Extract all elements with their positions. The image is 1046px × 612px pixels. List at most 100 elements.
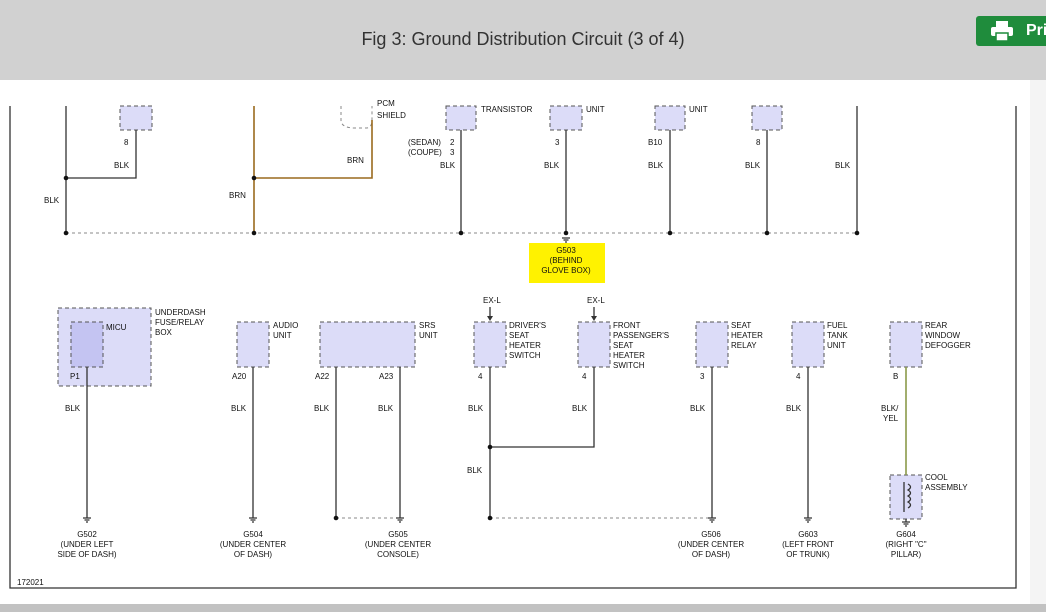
pin-a23: A23: [379, 372, 394, 381]
wire-color-label: YEL: [883, 414, 899, 423]
print-button-label: Pri: [1026, 22, 1046, 39]
wire-color-label: BLK: [467, 466, 483, 475]
audio-unit: [236, 321, 270, 368]
passenger-switch-label-1: FRONT: [613, 321, 641, 330]
wire-color-label: BLK: [648, 161, 664, 170]
junction-dot: [63, 175, 69, 181]
seat-heater-relay: [695, 321, 729, 368]
junction-dot: [563, 230, 569, 236]
g504-location-line1: (UNDER CENTER: [220, 540, 286, 549]
wire-color-label: BLK: [440, 161, 456, 170]
cool-assembly: [889, 474, 923, 520]
unit-component-1: [549, 105, 583, 131]
junction-dot: [63, 230, 69, 236]
g604-location-line1: (RIGHT "C": [885, 540, 926, 549]
ground-symbol-g603: [804, 517, 812, 523]
shield-label: SHIELD: [377, 111, 406, 120]
fuel-label-3: UNIT: [827, 341, 846, 350]
pin-fuel: 4: [796, 372, 801, 381]
wire-color-label: BLK: [44, 196, 60, 205]
unit-label-1: UNIT: [586, 105, 605, 114]
pin-relay: 3: [700, 372, 705, 381]
ground-symbol-g506: [708, 517, 716, 523]
transistor-label: TRANSISTOR: [481, 105, 533, 114]
upper-component-f: [751, 105, 783, 131]
g603-location-line2: OF TRUNK): [786, 550, 830, 559]
print-button[interactable]: Pri: [976, 16, 1046, 46]
right-gutter: [1030, 80, 1046, 604]
micu-label: MICU: [106, 323, 127, 332]
g504-id: G504: [243, 530, 263, 539]
pin-a22: A22: [315, 372, 330, 381]
wire-color-label: BLK: [690, 404, 706, 413]
g503-highlight: [529, 243, 605, 283]
coupe-label: (COUPE): [408, 148, 442, 157]
junction-dot: [251, 175, 257, 181]
audio-unit-label-2: UNIT: [273, 331, 292, 340]
passenger-switch-label-5: SWITCH: [613, 361, 645, 370]
figure-title: Fig 3: Ground Distribution Circuit (3 of…: [361, 29, 685, 49]
junction-dot: [458, 230, 464, 236]
wire-brown-shield: [254, 120, 373, 179]
wire-color-label: BLK: [468, 404, 484, 413]
fuse-box-label-2: FUSE/RELAY: [155, 318, 205, 327]
unit-label-2: UNIT: [689, 105, 708, 114]
passenger-switch-label-4: HEATER: [613, 351, 645, 360]
relay-label-3: RELAY: [731, 341, 757, 350]
g505-location-line1: (UNDER CENTER: [365, 540, 431, 549]
g503-location-line1: (BEHIND: [550, 256, 583, 265]
driver-switch-label-2: SEAT: [509, 331, 529, 340]
g505-location-line2: CONSOLE): [377, 550, 419, 559]
coil-label-2: ASSEMBLY: [925, 483, 968, 492]
ground-symbol-g504: [249, 517, 257, 523]
pcm-shield-symbol: [340, 106, 373, 129]
printer-icon: [991, 21, 1013, 41]
wire-color-label: BLK: [378, 404, 394, 413]
arrow-head: [487, 316, 493, 321]
driver-switch-label-3: HEATER: [509, 341, 541, 350]
srs-unit-label-2: UNIT: [419, 331, 438, 340]
wire-color-label: BLK: [572, 404, 588, 413]
g506-location-line2: OF DASH): [692, 550, 731, 559]
exl-label-passenger: EX-L: [587, 296, 605, 305]
ground-symbol-g502: [83, 517, 91, 523]
passenger-switch-label-3: SEAT: [613, 341, 633, 350]
pin-a20: A20: [232, 372, 247, 381]
pin-defogger: B: [893, 372, 898, 381]
relay-label-2: HEATER: [731, 331, 763, 340]
pin-p1: P1: [70, 372, 80, 381]
driver-switch-label-1: DRIVER'S: [509, 321, 546, 330]
sedan-pin: 2: [450, 138, 455, 147]
diagram-canvas: PCM SHIELD TRANSISTOR UNIT UNIT (SEDAN) …: [0, 80, 1030, 604]
junction-dot: [667, 230, 673, 236]
coupe-pin: 3: [450, 148, 455, 157]
ground-symbol-g503: [562, 237, 570, 243]
defogger-label-2: WINDOW: [925, 331, 961, 340]
junction-dot: [764, 230, 770, 236]
g502-location-line2: SIDE OF DASH): [57, 550, 116, 559]
driver-switch-label-4: SWITCH: [509, 351, 541, 360]
g505-id: G505: [388, 530, 408, 539]
defogger-label-3: DEFOGGER: [925, 341, 971, 350]
fuse-box-label-3: BOX: [155, 328, 173, 337]
g604-id: G604: [896, 530, 916, 539]
g506-id: G506: [701, 530, 721, 539]
pcm-label: PCM: [377, 99, 395, 108]
sedan-label: (SEDAN): [408, 138, 441, 147]
junction-dot: [487, 444, 493, 450]
fuse-box-label-1: UNDERDASH: [155, 308, 206, 317]
wire-color-label: BLK: [544, 161, 560, 170]
title-bar: Fig 3: Ground Distribution Circuit (3 of…: [0, 0, 1046, 80]
wire-color-label: BLK: [786, 404, 802, 413]
coil-winding: [906, 483, 912, 509]
pin-driver: 4: [478, 372, 483, 381]
passenger-switch-label-2: PASSENGER'S: [613, 331, 669, 340]
wire-branch-a: [66, 130, 137, 179]
wire-color-label: BLK/: [881, 404, 899, 413]
fuel-label-2: TANK: [827, 331, 848, 340]
g502-id: G502: [77, 530, 97, 539]
g503-location-line2: GLOVE BOX): [541, 266, 591, 275]
junction-dot: [333, 515, 339, 521]
lower-section: MICU UNDERDASH FUSE/RELAY BOX P1 AUDIO U…: [57, 296, 971, 559]
passengers-seat-heater-switch: [577, 321, 611, 368]
